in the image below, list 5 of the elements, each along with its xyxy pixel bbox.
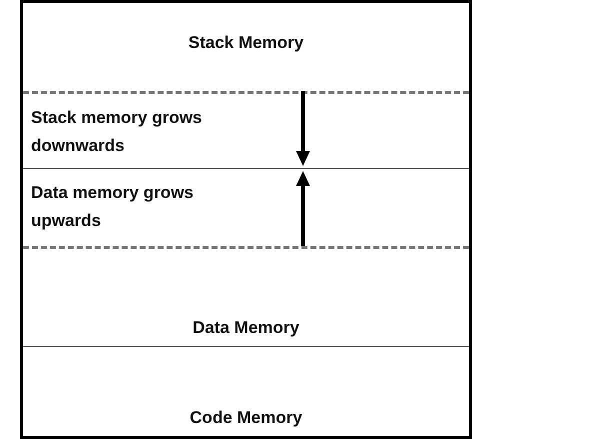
region-title: Data Memory	[192, 318, 300, 338]
growth-note: Stack memory grows downwards	[31, 107, 204, 157]
region-title: Code Memory	[188, 408, 304, 428]
growth-note: Data memory grows upwards	[31, 182, 194, 232]
region-title: Stack Memory	[187, 33, 305, 53]
